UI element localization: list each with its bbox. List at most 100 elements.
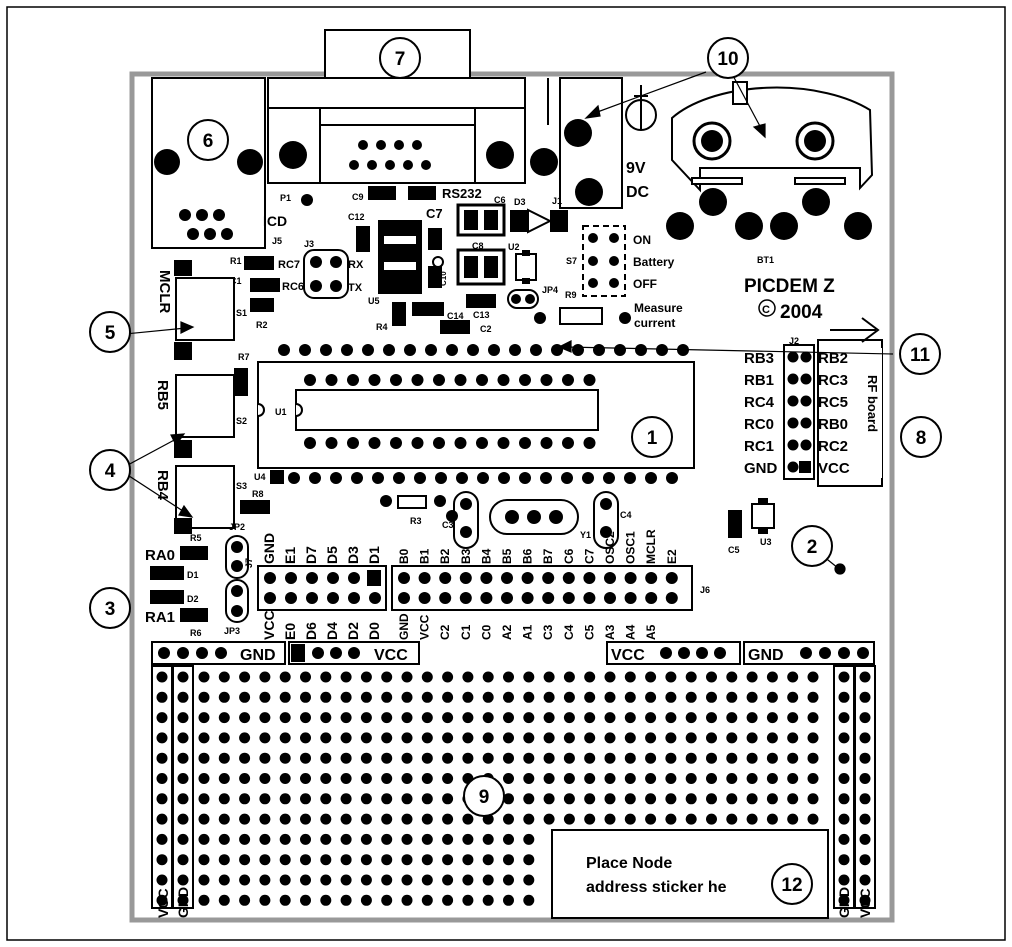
- proto-hole: [523, 894, 535, 906]
- proto-hole: [706, 671, 717, 683]
- rail-gnd-right-pins: [800, 647, 869, 659]
- proto-hole: [442, 752, 454, 764]
- j6-pin: [562, 572, 575, 584]
- measure-label: Measure: [634, 301, 683, 315]
- on-label: ON: [633, 233, 651, 247]
- rs232-components: C9 RS232 C6 D3 C12 C7 U5 C8 C10 U2 J3 RX…: [303, 186, 568, 306]
- socket-hole: [614, 344, 626, 356]
- callout-circle: [89, 311, 131, 353]
- u1-pin: [304, 437, 316, 449]
- proto-hole: [563, 671, 575, 683]
- proto-hole: [320, 732, 332, 744]
- proto-hole: [239, 813, 251, 825]
- j7-pin: [348, 592, 360, 604]
- proto-hole: [503, 773, 514, 784]
- proto-hole: [706, 813, 717, 825]
- d2-label: D2: [187, 594, 199, 604]
- proto-hole: [859, 773, 871, 784]
- u1-pin: [476, 374, 488, 386]
- j6-pin: [459, 592, 472, 604]
- proto-hole: [838, 671, 850, 683]
- proto-hole: [624, 671, 636, 683]
- proto-hole: [279, 854, 291, 866]
- proto-hole: [859, 752, 871, 764]
- proto-hole: [604, 813, 616, 825]
- proto-hole: [807, 752, 819, 764]
- socket-hole: [666, 472, 678, 484]
- tx-label: TX: [348, 282, 363, 294]
- rail-pin: [196, 647, 208, 659]
- proto-hole: [859, 894, 871, 906]
- proto-hole: [300, 773, 311, 784]
- rail-pin: [660, 647, 672, 659]
- callout-number: 7: [395, 49, 406, 70]
- proto-hole: [766, 712, 778, 724]
- j6-pin: [624, 572, 637, 584]
- callout-number: 6: [203, 131, 214, 152]
- proto-hole: [239, 773, 251, 784]
- proto-hole: [726, 773, 738, 784]
- j6-top-label: B5: [500, 548, 514, 564]
- j6-pin: [665, 592, 678, 604]
- callout-circle: [187, 119, 229, 161]
- u1-pin: [304, 374, 316, 386]
- proto-hole: [340, 712, 352, 724]
- j2-pins: [787, 351, 812, 473]
- proto-hole: [503, 732, 514, 744]
- proto-hole: [685, 712, 697, 724]
- j7-pin: [264, 572, 276, 584]
- socket-hole: [446, 344, 458, 356]
- proto-hole: [563, 752, 575, 764]
- proto-hole: [239, 894, 251, 906]
- c7-label: C7: [426, 206, 443, 221]
- j6-pin: [418, 592, 431, 604]
- proto-hole: [360, 712, 372, 724]
- c4-label: C4: [620, 510, 632, 520]
- j7-bottom-label: D6: [303, 622, 319, 640]
- proto-hole: [259, 854, 271, 866]
- rail-pin: [838, 647, 850, 659]
- j2-right-label: VCC: [818, 460, 850, 477]
- proto-hole: [198, 793, 210, 805]
- u1-pic-microcontroller: U1 U4: [254, 344, 695, 484]
- j2-pin: [787, 373, 799, 385]
- proto-hole: [401, 712, 413, 724]
- j7-top-label: D7: [303, 546, 319, 564]
- proto-hole: [156, 854, 168, 866]
- proto-hole: [381, 773, 393, 784]
- proto-hole: [300, 671, 311, 683]
- bt1-label: BT1: [757, 255, 774, 265]
- r8-label: R8: [252, 489, 264, 499]
- j2-left-label: RC0: [744, 416, 774, 433]
- callout-number: 10: [717, 49, 738, 70]
- u1-pin: [368, 374, 381, 386]
- proto-hole: [198, 874, 210, 886]
- proto-hole: [442, 854, 454, 866]
- j7-bottom-label: D2: [345, 622, 361, 640]
- proto-hole: [279, 894, 291, 906]
- proto-hole: [665, 813, 677, 825]
- proto-hole: [300, 854, 311, 866]
- proto-hole: [523, 874, 535, 886]
- proto-hole: [787, 712, 799, 724]
- proto-hole: [421, 773, 433, 784]
- rail-vcc-left-pins: [312, 647, 360, 659]
- proto-hole: [838, 732, 850, 744]
- proto-hole: [279, 874, 291, 886]
- proto-hole: [340, 894, 352, 906]
- proto-hole: [787, 732, 799, 744]
- callout-number: 9: [479, 787, 490, 808]
- proto-hole: [218, 752, 230, 764]
- proto-hole: [706, 732, 717, 744]
- j7-pin: [369, 592, 381, 604]
- proto-hole: [482, 752, 494, 764]
- proto-hole: [320, 793, 332, 805]
- proto-hole: [218, 833, 230, 845]
- proto-hole: [523, 773, 535, 784]
- jp4-label: JP4: [542, 285, 558, 295]
- rail-vcc-right-label: VCC: [611, 647, 645, 664]
- proto-hole: [198, 813, 210, 825]
- j6-pin: [583, 572, 596, 584]
